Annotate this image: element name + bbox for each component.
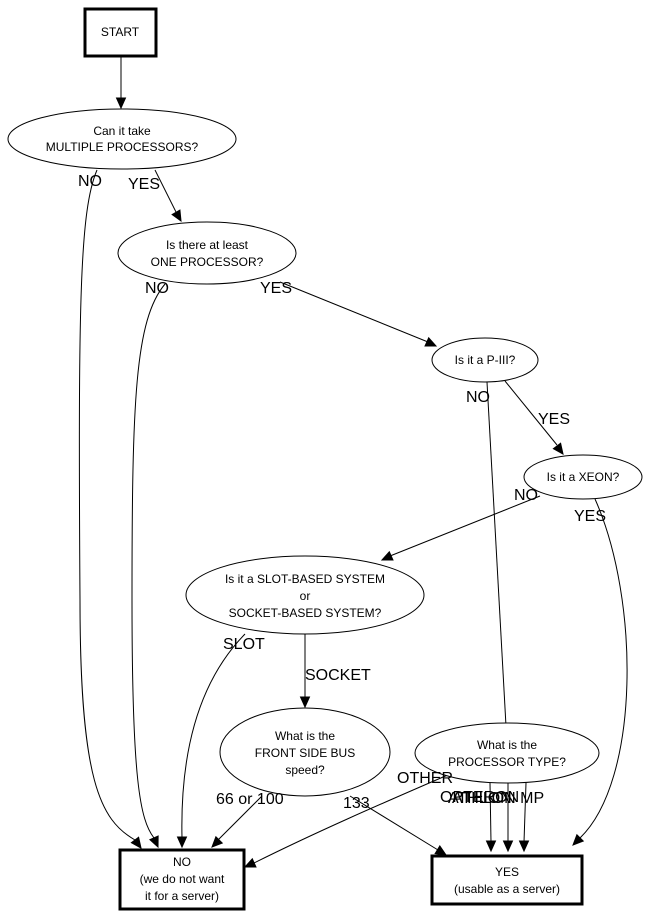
node-p3-line-0: Is it a P-III?: [455, 353, 516, 367]
node-yes-line-1: (usable as a server): [454, 882, 560, 896]
edge-slot-no-arrowhead: [176, 836, 188, 849]
node-fsb-line-1: FRONT SIDE BUS: [255, 746, 355, 760]
node-ptype-line-1: PROCESSOR TYPE?: [448, 755, 566, 769]
edge-xeon-yes-arrowhead: [572, 833, 585, 846]
edge-label-ptype-athlon-mp: ATHLON MP: [452, 790, 544, 807]
node-xeon: Is it a XEON?: [523, 454, 643, 500]
node-yes-result: YES (usable as a server): [430, 854, 584, 906]
node-one-processor: Is there at least ONE PROCESSOR?: [117, 221, 297, 285]
edge-multi-no: [78, 169, 136, 841]
edge-p3-yes: [504, 380, 558, 446]
edge-ptype-no-arrowhead: [243, 857, 257, 868]
edge-ptype-no: [251, 773, 451, 865]
node-slot-line-0: Is it a SLOT-BASED SYSTEM: [225, 572, 385, 586]
node-yes-line-0: YES: [495, 865, 519, 879]
node-one-line-1: ONE PROCESSOR?: [151, 255, 264, 269]
edge-slot-no: [181, 633, 246, 839]
edge-label-slot: SLOT: [223, 636, 265, 653]
node-slot-line-1: or: [300, 589, 311, 603]
edge-label-ptype-athlon: ATHLON: [448, 790, 512, 807]
edge-label-p3-yes: YES: [538, 411, 570, 428]
edge-one-yes: [279, 281, 429, 343]
edge-start-multi-arrowhead: [115, 97, 127, 110]
node-fsb-line-0: What is the: [275, 729, 335, 743]
node-p3: Is it a P-III?: [431, 337, 539, 383]
node-no-line-0: NO: [173, 855, 191, 869]
edge-ptype-opteron-arrowhead: [485, 840, 497, 853]
edge-one-no: [131, 283, 166, 839]
edge-ptype-athlon-arrowhead: [502, 840, 514, 853]
edge-label-one-no: NO: [145, 280, 169, 297]
node-multi-line-0: Can it take: [93, 124, 151, 138]
edge-label-multi-no: NO: [78, 173, 102, 190]
edge-label-ptype-opteron: OPTERON: [440, 789, 519, 806]
edge-label-xeon-no: NO: [514, 487, 538, 504]
edge-ptype-athlon-mp: [523, 782, 527, 843]
edge-p3-no: [486, 381, 507, 727]
node-ptype-line-0: What is the: [477, 738, 537, 752]
edge-multi-yes-arrowhead: [171, 209, 182, 223]
edge-multi-no-arrowhead: [130, 836, 142, 849]
node-no-line-2: it for a server): [145, 889, 219, 903]
edge-ptype-athlon-mp-arrowhead: [518, 840, 530, 853]
edge-fsb-no: [217, 795, 263, 841]
edge-ptype-opteron: [489, 782, 492, 843]
edge-label-p3-no: NO: [466, 389, 490, 406]
edge-multi-yes: [154, 169, 177, 213]
edge-slot-socket-arrowhead: [299, 696, 311, 709]
node-slot-socket: Is it a SLOT-BASED SYSTEM or SOCKET-BASE…: [185, 555, 425, 635]
node-one-line-0: Is there at least: [166, 238, 249, 252]
edge-p3-yes-arrowhead: [552, 442, 564, 455]
node-front-side-bus: What is the FRONT SIDE BUS speed?: [219, 707, 391, 797]
edge-one-no-arrowhead: [148, 835, 159, 849]
edge-label-xeon-yes: YES: [574, 508, 606, 525]
edge-one-yes-arrowhead: [424, 336, 438, 347]
node-slot-line-2: SOCKET-BASED SYSTEM?: [229, 606, 382, 620]
edge-fsb-yes-arrowhead: [434, 845, 448, 856]
edge-label-multi-yes: YES: [128, 176, 160, 193]
node-processor-type: What is the PROCESSOR TYPE?: [414, 722, 600, 784]
edge-fsb-no-arrowhead: [211, 835, 224, 848]
edge-xeon-no: [389, 495, 541, 557]
edge-label-fsb-66-100: 66 or 100: [216, 791, 284, 808]
edge-xeon-yes: [579, 498, 628, 839]
node-multiple-processors: Can it take MULTIPLE PROCESSORS?: [7, 108, 237, 170]
edge-label-fsb-133: 133: [343, 795, 370, 812]
node-multi-line-1: MULTIPLE PROCESSORS?: [46, 140, 199, 154]
node-start-line-0: START: [101, 25, 140, 39]
edge-xeon-no-arrowhead: [380, 550, 394, 561]
edge-label-ptype-other: OTHER: [397, 770, 453, 787]
edge-label-socket: SOCKET: [305, 667, 371, 684]
edge-fsb-yes: [349, 795, 439, 851]
node-no-result: NO (we do not want it for a server): [118, 848, 246, 911]
node-start: START: [83, 7, 158, 58]
node-xeon-line-0: Is it a XEON?: [547, 470, 620, 484]
node-no-line-1: (we do not want: [140, 872, 225, 886]
node-fsb-line-2: speed?: [285, 763, 325, 777]
edge-label-one-yes: YES: [260, 280, 292, 297]
